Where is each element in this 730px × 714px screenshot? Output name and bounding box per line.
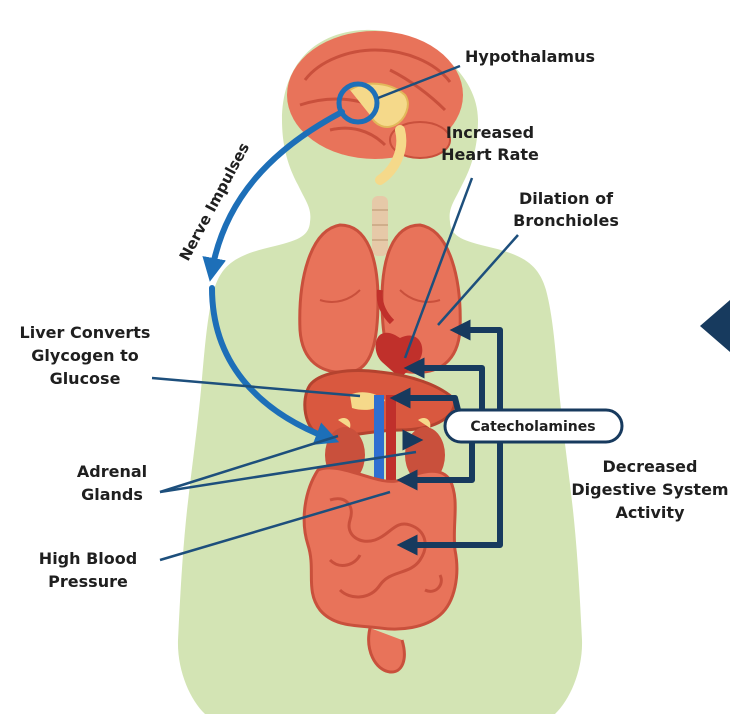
svg-text:Glands: Glands [81, 485, 143, 504]
edge-decoration [700, 300, 730, 352]
hypothalamus-label: Hypothalamus [465, 47, 595, 66]
svg-text:Glucose: Glucose [50, 369, 121, 388]
bronchioles-label: Dilation of Bronchioles [513, 189, 619, 230]
blood-pressure-label: High Blood Pressure [39, 549, 137, 591]
catecholamines-pill: Catecholamines [445, 410, 622, 442]
adrenal-label: Adrenal Glands [77, 462, 147, 504]
svg-text:Digestive System: Digestive System [571, 480, 728, 499]
svg-text:Bronchioles: Bronchioles [513, 211, 619, 230]
svg-text:Decreased: Decreased [603, 457, 698, 476]
liver-label: Liver Converts Glycogen to Glucose [20, 323, 151, 388]
svg-text:Increased: Increased [446, 123, 534, 142]
svg-text:Dilation of: Dilation of [519, 189, 614, 208]
svg-text:Glycogen to: Glycogen to [31, 346, 138, 365]
spine-illustration [372, 196, 388, 256]
digestive-label: Decreased Digestive System Activity [571, 457, 728, 522]
svg-text:Adrenal: Adrenal [77, 462, 147, 481]
svg-text:High Blood: High Blood [39, 549, 137, 568]
svg-text:Catecholamines: Catecholamines [470, 419, 595, 435]
svg-text:Liver Converts: Liver Converts [20, 323, 151, 342]
svg-text:Activity: Activity [616, 503, 686, 522]
svg-text:Heart Rate: Heart Rate [441, 145, 539, 164]
svg-text:Pressure: Pressure [48, 572, 128, 591]
